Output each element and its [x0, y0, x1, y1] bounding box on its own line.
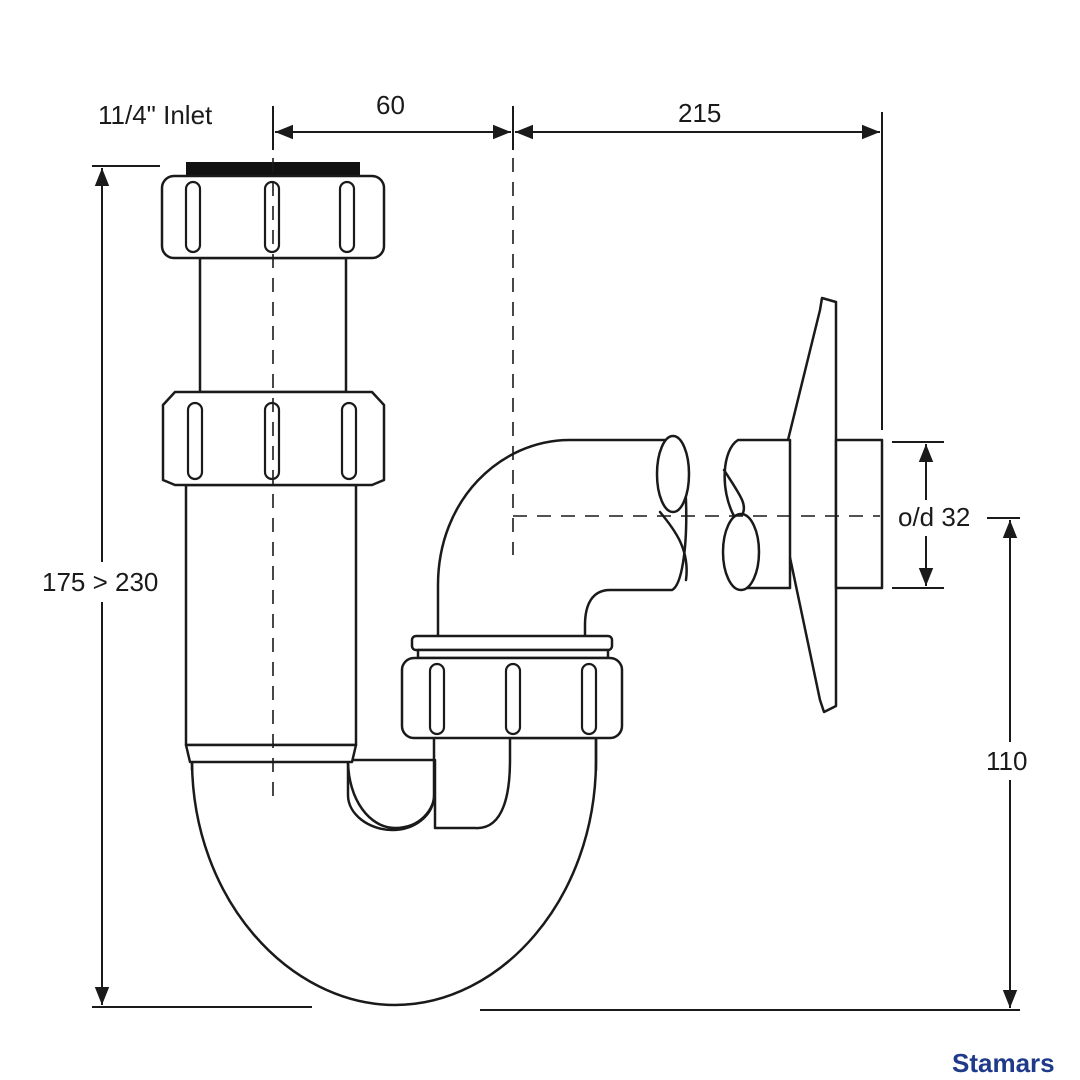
outlet-height-label: 110	[986, 746, 1027, 776]
outlet-diameter-label: o/d 32	[898, 502, 970, 532]
inlet-label: 11/4" Inlet	[98, 100, 213, 130]
trap-body	[160, 162, 691, 1007]
brand-logo: Stamars	[952, 1048, 1055, 1078]
u-bend	[190, 736, 598, 1007]
offset-dimension-label: 60	[376, 90, 405, 120]
middle-nut	[161, 390, 386, 487]
wall-outlet	[721, 296, 884, 714]
wall-flange	[786, 296, 838, 714]
height-range-label: 175 > 230	[42, 567, 158, 597]
lower-nut	[400, 656, 624, 740]
reach-dimension-label: 215	[678, 98, 721, 128]
dimension-lines	[92, 106, 1020, 1011]
inlet-tube-lower	[184, 483, 358, 747]
centerlines	[272, 110, 880, 805]
outlet-bend	[436, 438, 688, 640]
